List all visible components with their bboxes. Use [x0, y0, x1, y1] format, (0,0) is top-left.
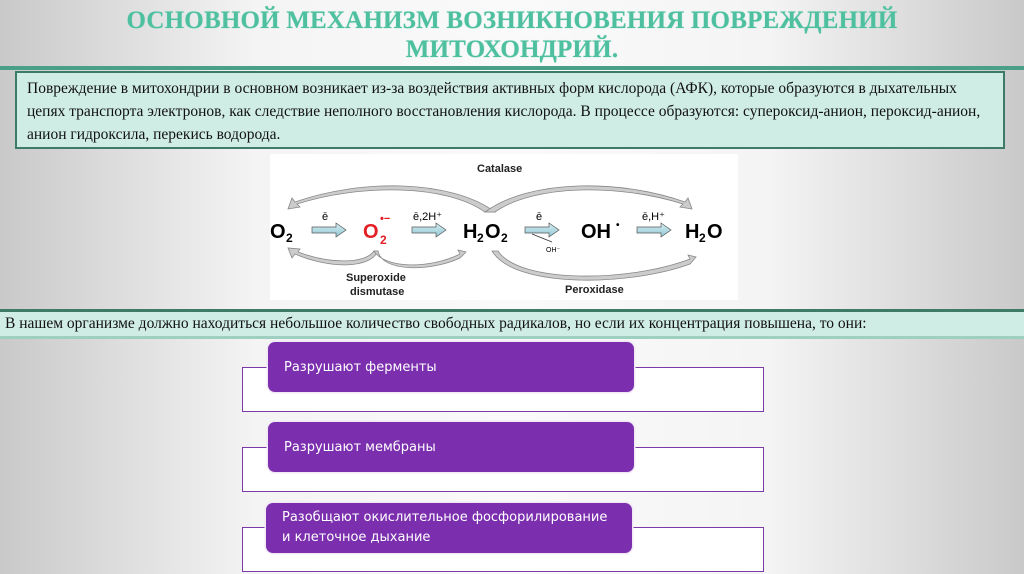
electron-label: ē — [536, 211, 542, 223]
sod-label: Superoxide — [346, 272, 406, 284]
divider — [0, 66, 1024, 70]
h2o-label: H — [685, 221, 699, 243]
sub: 2 — [699, 231, 706, 245]
hydroxide-label: OH⁻ — [546, 247, 561, 254]
curved-arrows — [287, 185, 697, 281]
electron-label: ē,2H⁺ — [413, 211, 442, 223]
h2o2-label: H — [463, 221, 477, 243]
superoxide-label: O — [363, 221, 379, 243]
o2-label: O — [270, 221, 286, 243]
oh-minus-arrow — [531, 233, 553, 243]
sub: 2 — [501, 231, 508, 245]
effect-item: Разобщают окислительное фосфорилирование… — [266, 503, 632, 553]
electron-label: ē — [322, 211, 328, 223]
title-line-1: ОСНОВНОЙ МЕХАНИЗМ ВОЗНИКНОВЕНИЯ ПОВРЕЖДЕ… — [126, 7, 898, 34]
effect-item: Разрушают мембраны — [268, 422, 634, 472]
peroxidase-label: Peroxidase — [565, 284, 624, 296]
electron-label: ē,H⁺ — [642, 211, 665, 223]
reaction-arrows — [311, 222, 672, 238]
page-title: ОСНОВНОЙ МЕХАНИЗМ ВОЗНИКНОВЕНИЯ ПОВРЕЖДЕ… — [0, 6, 1024, 64]
title-line-2: МИТОХОНДРИЙ. — [405, 36, 619, 63]
ros-reaction-diagram: Catalase O 2 O 2 •− H 2 O 2 OH • H 2 O ē… — [270, 154, 738, 300]
sod-label: dismutase — [350, 286, 404, 298]
effect-item: Разрушают ферменты — [268, 342, 634, 392]
statement-bar: В нашем организме должно находиться небо… — [0, 309, 1024, 339]
radical-mark: •− — [380, 213, 390, 225]
radical-dot: • — [616, 220, 620, 231]
h2o-label: O — [707, 221, 723, 243]
h2o2-label: O — [485, 221, 501, 243]
intro-text: Повреждение в митохондрии в основном воз… — [15, 71, 1005, 149]
sub: 2 — [477, 231, 484, 245]
oh-radical-label: OH — [581, 221, 611, 243]
catalase-label: Catalase — [477, 163, 522, 175]
sub: 2 — [286, 231, 293, 245]
sub: 2 — [380, 233, 387, 247]
